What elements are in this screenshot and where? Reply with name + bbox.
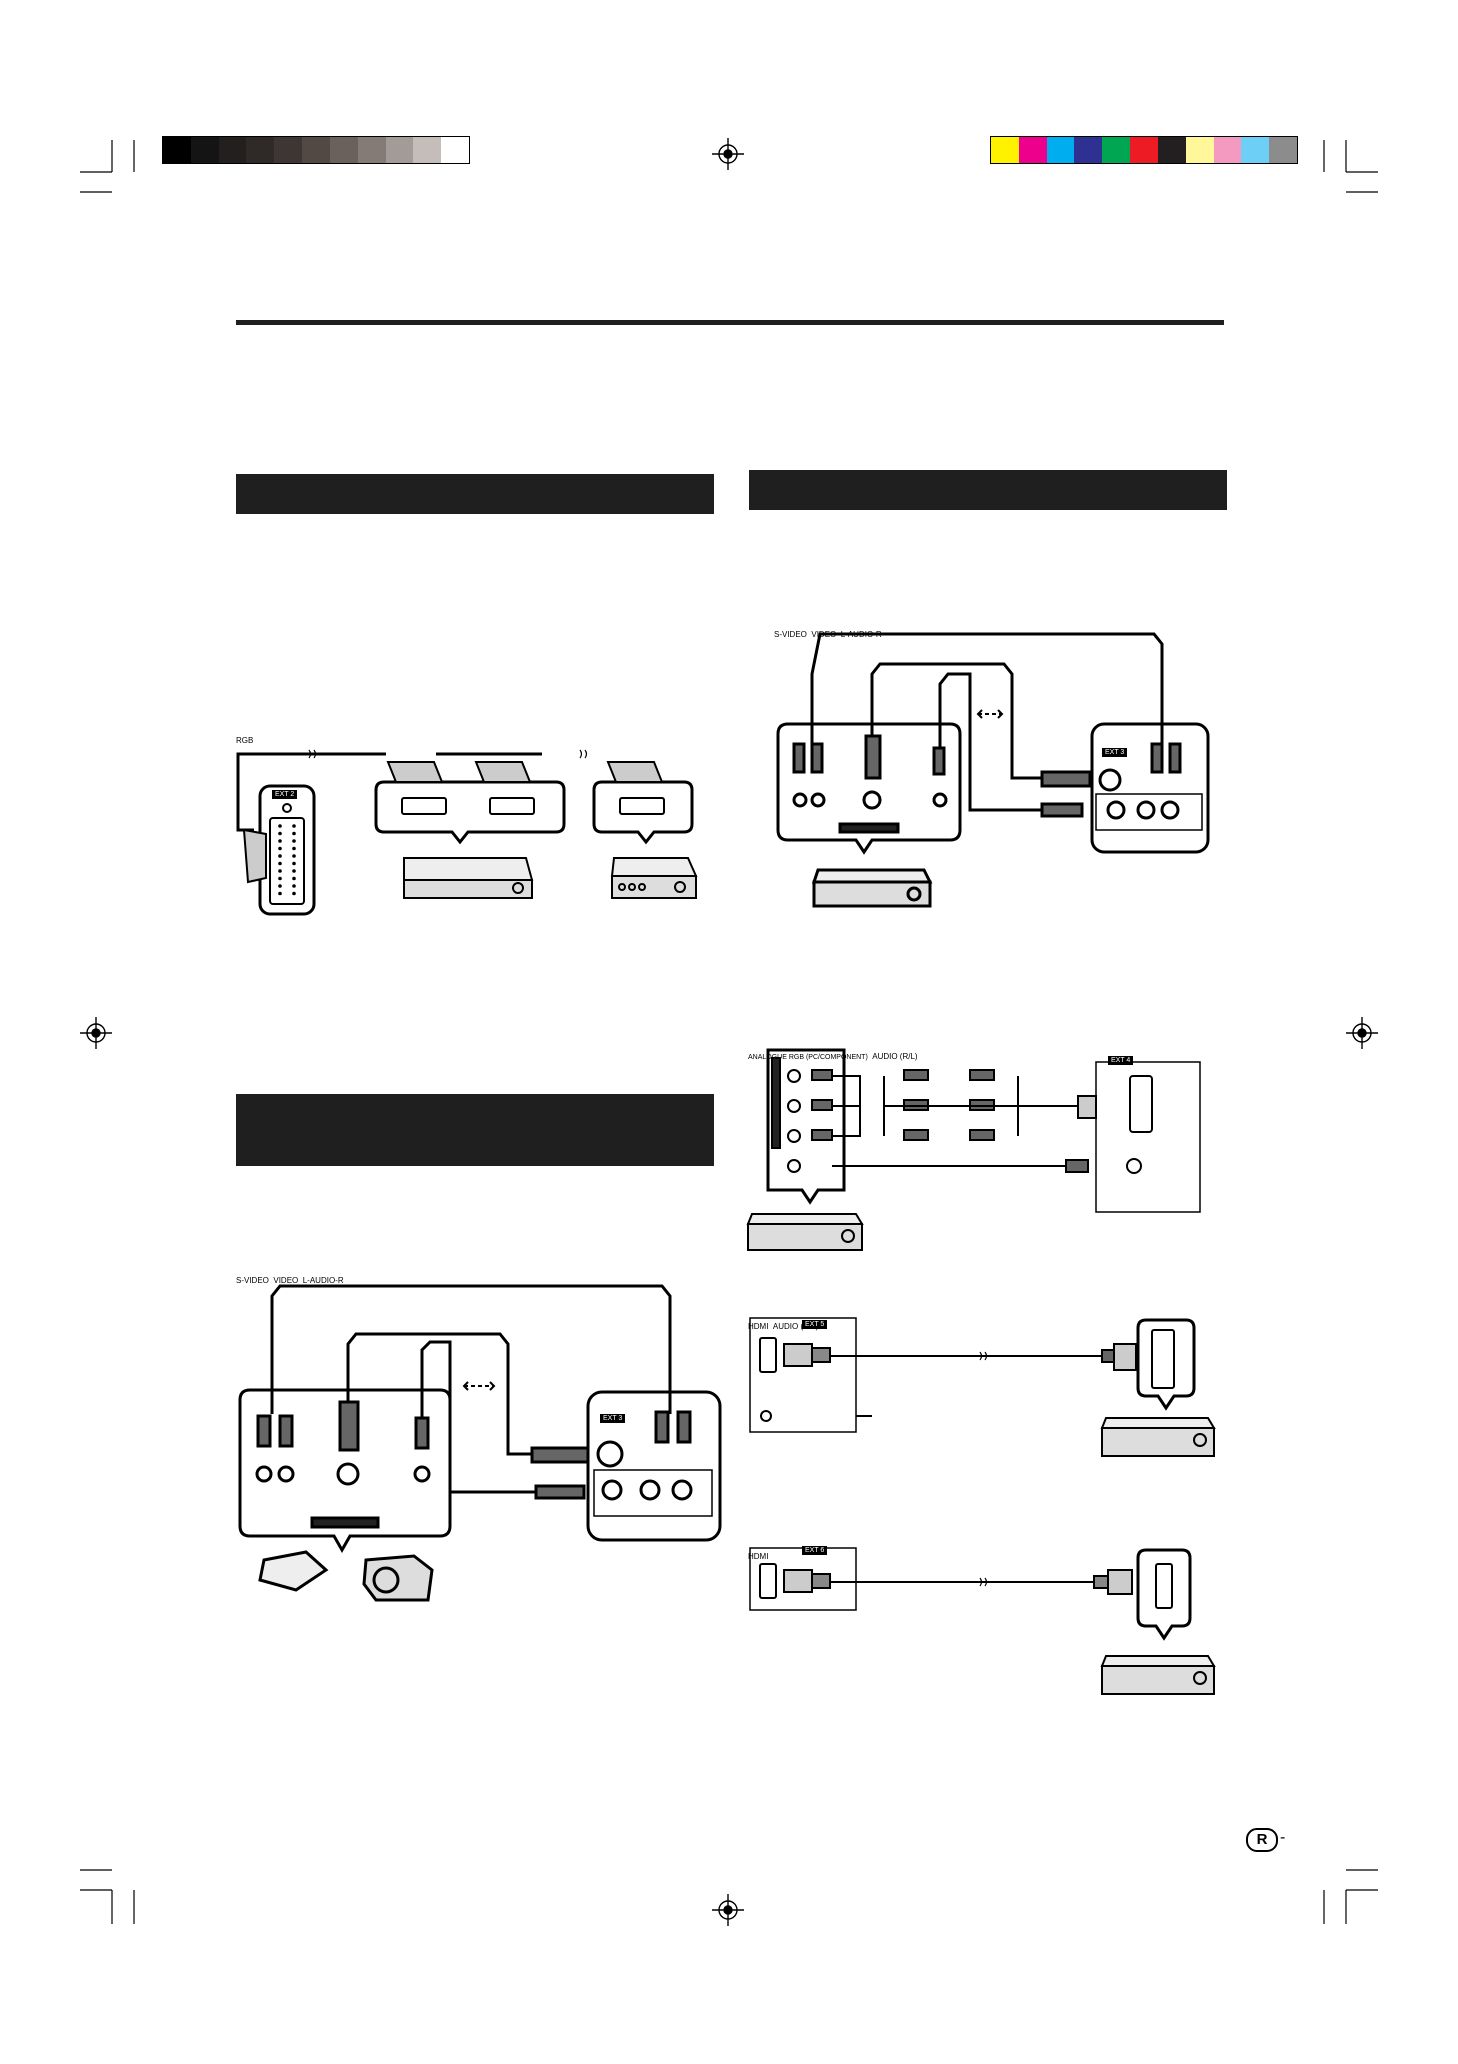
scart-pin [292,854,296,858]
section-header-bar-right-1 [749,470,1227,510]
grayscale-calibration-strip [162,136,470,164]
scart-pin [278,839,282,843]
svideo-camcorder-connection-diagram: EXT 3 S-VIDEO VIDEO L-AUDIO-R [236,1270,726,1610]
ext5-label: EXT 5 [802,1320,828,1329]
grayscale-swatch [246,137,275,163]
grayscale-swatch [218,137,247,163]
scart-pin [278,891,282,896]
ext3-label-top: EXT 3 [1102,748,1128,757]
scart-connection-diagram: EXT 2 RGB [236,730,716,930]
ext5-hdmi-label: HDMI [748,1322,769,1331]
grayscale-swatch [413,137,442,163]
color-swatch [1074,137,1103,163]
scart-pin [292,891,296,896]
hdmi-hdmi-connection-diagram: EXT 6 HDMI [748,1546,1228,1696]
color-swatch [1102,137,1131,163]
svideo-label-top: S-VIDEO [774,630,807,639]
grayscale-swatch [357,137,387,163]
color-swatch [1241,137,1270,163]
grayscale-swatch [163,137,192,163]
ext4-label: EXT 4 [1108,1056,1134,1065]
grayscale-swatch [302,137,331,163]
color-swatch [991,137,1020,163]
section-header-bar-left-2 [236,1094,714,1166]
ext6-hdmi-label: HDMI [748,1552,769,1561]
scart-pin [292,824,296,828]
ext4-audio-label: AUDIO (R/L) [872,1052,918,1061]
scart-pin [292,861,296,866]
scart-pin [278,854,282,858]
grayscale-swatch [329,137,359,163]
component-connection-diagram: EXT 4 ANALOGUE RGB (PC/COMPONENT) AUDIO … [746,1046,1228,1256]
scart-pin [278,876,282,881]
hdmi-dvi-connection-diagram: EXT 5 HDMI AUDIO (R/L) [748,1316,1228,1466]
color-swatch [1213,137,1242,163]
color-swatch [1130,137,1159,163]
ext3-label-bottom: EXT 3 [600,1414,626,1423]
scart-pin [278,846,282,851]
scart-pin [278,861,282,866]
grayscale-swatch [385,137,414,163]
region-marker-badge: R [1246,1828,1278,1852]
page-number-suffix: - [1280,1829,1286,1846]
svideo-vcr-connection-diagram: EXT 3 S-VIDEO VIDEO L-AUDIO-R [774,624,1214,914]
video-label-bottom: VIDEO [273,1276,299,1285]
color-swatch [1157,137,1187,163]
ext6-label: EXT 6 [802,1546,828,1555]
scart-pin [292,869,296,873]
color-swatch [1185,137,1215,163]
scart-pin [278,884,282,888]
grayscale-swatch [274,137,303,163]
scart-pin [292,831,296,836]
analogue-rgb-label: ANALOGUE RGB (PC/COMPONENT) [748,1054,868,1061]
ext2-rgb-label: RGB [236,736,254,745]
color-swatch [1046,137,1075,163]
scart-pin [278,831,282,836]
svideo-label-bottom: S-VIDEO [236,1276,269,1285]
scart-pin [292,876,296,881]
page-top-rule [236,320,1224,325]
scart-pin [292,846,296,851]
scart-pin [292,884,296,888]
color-swatch [1018,137,1048,163]
scart-pin [278,824,282,828]
color-calibration-strip [990,136,1298,164]
audio-label-bottom: L-AUDIO-R [302,1276,344,1285]
scart-pin [292,839,296,843]
ext5-audio-label: AUDIO (R/L) [772,1322,819,1331]
grayscale-swatch [190,137,220,163]
ext2-label: EXT 2 [272,790,298,799]
scart-pin [278,869,282,873]
color-swatch [1269,137,1298,163]
grayscale-swatch [441,137,470,163]
section-header-bar-left-1 [236,474,714,514]
